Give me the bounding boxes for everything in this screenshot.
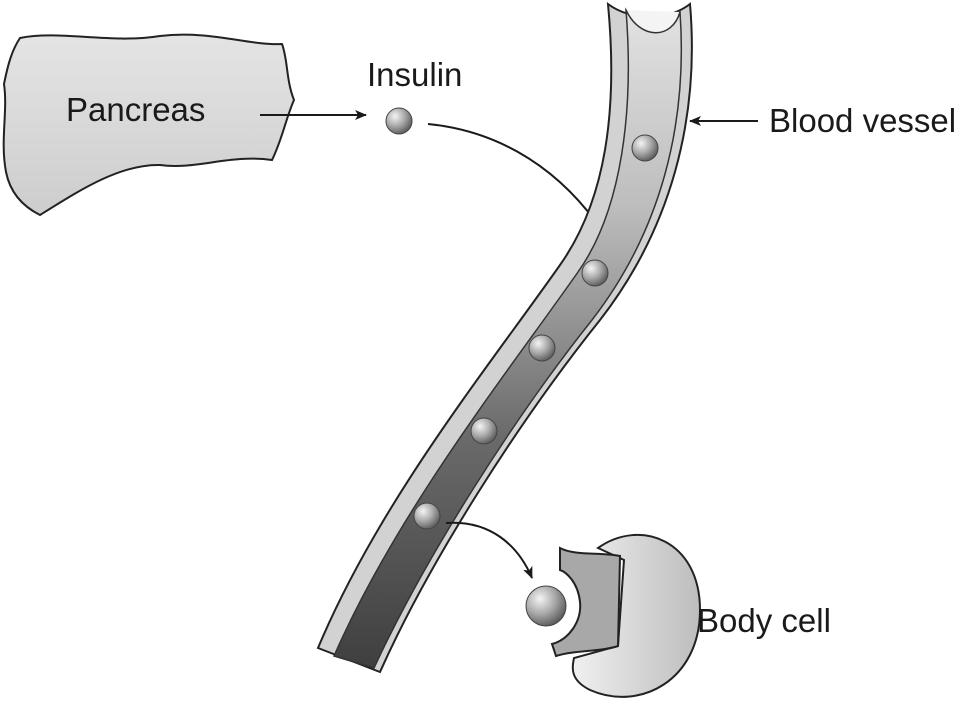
vessel-insulin-molecule xyxy=(470,417,498,445)
blood-vessel-label: Blood vessel xyxy=(769,102,956,139)
vessel-insulin-molecule xyxy=(528,334,556,362)
pancreas-label: Pancreas xyxy=(66,91,205,128)
blood-vessel-lumen xyxy=(332,7,683,669)
body-cell-shape xyxy=(571,533,702,698)
vessel-to-cell-arrow xyxy=(445,521,533,579)
blood-vessel-opening xyxy=(625,9,681,34)
insulin-molecule xyxy=(385,107,413,135)
pancreas-shape xyxy=(2,33,296,217)
vessel-insulin-molecule xyxy=(413,502,441,530)
body-cell-label: Body cell xyxy=(697,602,831,639)
insulin-label: Insulin xyxy=(367,56,462,93)
body-cell-receptor xyxy=(550,546,622,658)
bound-insulin-molecule xyxy=(525,585,567,627)
insulin-to-vessel-arrow xyxy=(427,123,597,223)
vessel-insulin-molecule xyxy=(631,134,659,162)
vessel-insulin-molecule xyxy=(581,259,609,287)
blood-vessel-wall xyxy=(316,1,693,674)
